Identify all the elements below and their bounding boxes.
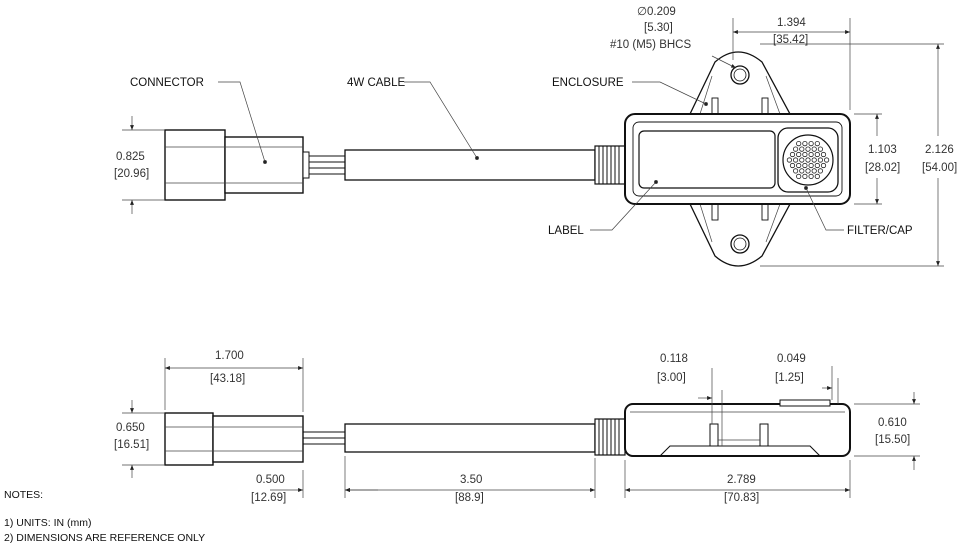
vent-hole [792, 146, 799, 152]
vent-hole [802, 141, 808, 147]
vent-hole [811, 168, 817, 174]
dim-side-connector-h-mm: [16.51] [114, 439, 149, 451]
vent-hole [805, 146, 811, 152]
vent-hole [817, 146, 824, 152]
dim-ear-width-mm: [35.42] [773, 34, 808, 46]
dim-top-connector-h-in: 0.825 [116, 151, 145, 163]
vent-hole [799, 146, 805, 152]
vent-hole [802, 151, 808, 158]
dim-hole-dia-mm: [5.30] [644, 22, 673, 34]
dim-enclosure-len-mm: [70.83] [724, 492, 759, 504]
vent-hole [811, 157, 817, 163]
dim-side-connector-h-in: 0.650 [116, 422, 145, 434]
vent-hole [796, 151, 802, 158]
dim-top-connector-h-mm: [20.96] [114, 168, 149, 180]
dim-hole-screw: #10 (M5) BHCS [610, 39, 691, 51]
vent-hole [799, 168, 805, 174]
dimension-lines [122, 18, 944, 498]
top-cable-gland [594, 145, 626, 185]
vent-hole [814, 173, 820, 179]
notes-block: NOTES: 1) UNITS: IN (mm) 2) DIMENSIONS A… [4, 489, 205, 544]
side-cable [344, 418, 626, 456]
vent-hole [792, 168, 799, 174]
side-view [164, 399, 851, 466]
callout-connector: CONNECTOR [130, 77, 204, 89]
vent-hole [808, 173, 814, 179]
vent-hole [805, 157, 811, 163]
vent-hole [817, 168, 824, 174]
note-item: 2) DIMENSIONS ARE REFERENCE ONLY [4, 532, 205, 544]
dim-side-height-mm: [15.50] [875, 434, 910, 446]
top-view [164, 51, 851, 267]
dim-body-h-in: 1.103 [868, 144, 897, 156]
top-connector [164, 129, 310, 201]
vent-hole [789, 151, 796, 158]
dim-connector-len-in: 1.700 [215, 350, 244, 362]
top-wires [309, 155, 345, 175]
vent-hole [820, 151, 827, 158]
dim-cap-mm: [1.25] [775, 372, 804, 384]
notes-title: NOTES: [4, 489, 43, 501]
dim-tail-in: 0.500 [256, 474, 285, 486]
vent-hole [814, 162, 820, 169]
dim-side-height-in: 0.610 [878, 417, 907, 429]
dim-enclosure-len-in: 2.789 [727, 474, 756, 486]
dim-flange-in: 0.118 [660, 353, 688, 365]
vent-hole [789, 162, 796, 169]
dim-ear-width-in: 1.394 [777, 17, 806, 29]
filter-cap [777, 127, 839, 193]
side-wires [303, 431, 345, 445]
side-enclosure [624, 399, 851, 457]
callout-filter-cap: FILTER/CAP [847, 225, 913, 237]
dim-hole-dia-in: ∅0.209 [637, 6, 676, 18]
dim-tail-mm: [12.69] [251, 492, 286, 504]
top-enclosure-ears [688, 51, 792, 267]
dim-flange-mm: [3.00] [657, 372, 686, 384]
dim-cable-in: 3.50 [460, 474, 482, 486]
note-item: 1) UNITS: IN (mm) [4, 517, 92, 529]
vent-hole [796, 173, 802, 179]
vent-hole [799, 157, 805, 163]
dim-overall-h-in: 2.126 [925, 144, 954, 156]
dim-cap-in: 0.049 [777, 353, 806, 365]
vent-hole [811, 146, 817, 152]
vent-hole [808, 162, 814, 169]
dim-cable-mm: [88.9] [455, 492, 484, 504]
vent-hole [808, 151, 814, 158]
vent-hole [814, 141, 820, 147]
top-enclosure-body [624, 113, 851, 205]
callout-4w-cable: 4W CABLE [347, 77, 405, 89]
vent-hole [823, 157, 830, 163]
vent-hole [805, 168, 811, 174]
callout-leaders [218, 81, 844, 231]
vent-hole [802, 162, 808, 169]
vent-hole [792, 157, 799, 163]
vent-hole [802, 173, 808, 179]
vent-hole [808, 141, 814, 147]
dim-overall-h-mm: [54.00] [922, 162, 957, 174]
callout-enclosure: ENCLOSURE [552, 77, 624, 89]
vent-hole [796, 162, 802, 169]
vent-hole [786, 157, 793, 163]
vent-hole [820, 162, 827, 169]
vent-hole [814, 151, 820, 158]
side-connector [164, 412, 304, 466]
top-cable [344, 145, 626, 185]
vent-hole [796, 141, 802, 147]
top-label-area [638, 130, 776, 189]
callout-label: LABEL [548, 225, 584, 237]
dim-connector-len-mm: [43.18] [210, 373, 245, 385]
vent-hole [817, 157, 824, 163]
dim-body-h-mm: [28.02] [865, 162, 900, 174]
